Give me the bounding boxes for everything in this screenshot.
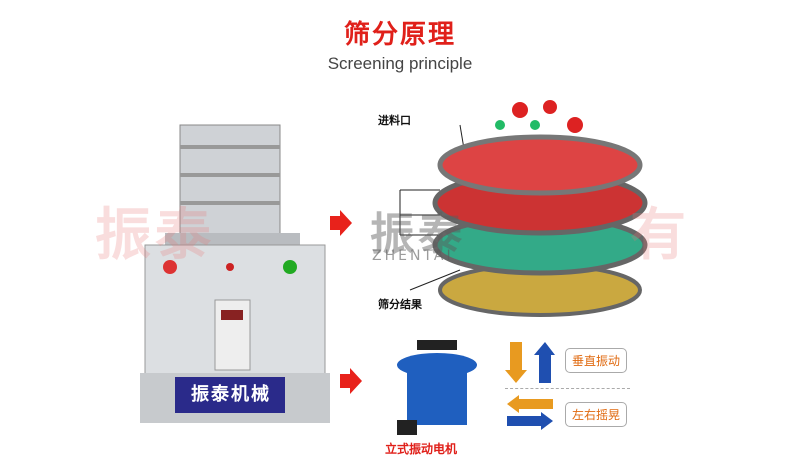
result-label: 筛分结果	[378, 298, 422, 311]
watermark-center: 振泰	[370, 209, 466, 260]
sieve-machine-image	[140, 124, 330, 423]
horizontal-sway-tag: 左右摇晃	[565, 402, 628, 427]
vibration-motor-image	[397, 340, 477, 435]
motor-label: 立式振动电机	[385, 442, 458, 456]
horizontal-sway-arrows-icon	[507, 395, 553, 430]
vertical-vibration-arrows-icon	[505, 342, 555, 383]
arrow-right-icon	[330, 210, 352, 236]
sieve-layers-diagram	[399, 100, 648, 317]
divider	[505, 388, 630, 389]
inlet-label: 进料口	[378, 114, 411, 127]
brand-plate: 振泰机械	[191, 384, 271, 405]
vertical-vibration-tag: 垂直振动	[565, 348, 628, 373]
arrow-right-icon	[340, 368, 362, 394]
page-subtitle: Screening principle	[327, 54, 473, 73]
watermark-right: 有	[630, 203, 690, 268]
watermark-left: 振泰	[95, 203, 215, 268]
page-title: 筛分原理	[343, 20, 456, 50]
watermark-center-sub: ZHENTAI	[372, 248, 454, 264]
